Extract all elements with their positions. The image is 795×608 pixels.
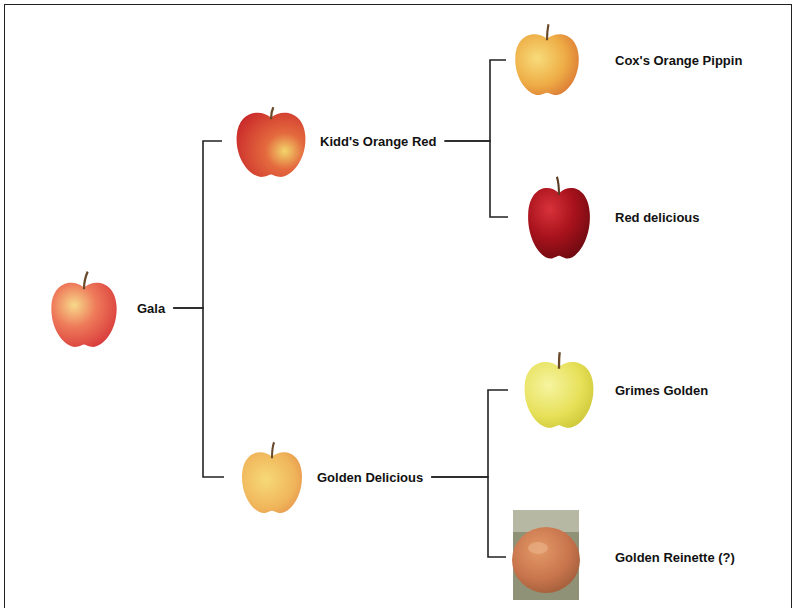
bracket-connector: [431, 390, 508, 477]
apple: [51, 272, 116, 347]
apple: [242, 442, 302, 513]
frame: [5, 5, 792, 608]
variety-name: Gala: [137, 301, 165, 316]
apple-photo: [512, 510, 580, 600]
variety-name: Golden Reinette (?): [615, 550, 735, 565]
apple-node: Kidd's Orange Red: [222, 106, 445, 176]
variety-name: Cox's Orange Pippin: [615, 53, 742, 68]
bracket-connector: [173, 308, 224, 477]
bracket-connector: [431, 477, 506, 557]
apple: [515, 24, 579, 95]
variety-name: Golden Delicious: [317, 470, 423, 485]
apple-node: Cox's Orange Pippin: [506, 25, 750, 95]
apple-node: Red delicious: [508, 182, 708, 252]
apple-node: Golden Reinette (?): [506, 522, 743, 592]
bracket-connector: [173, 141, 222, 308]
bracket-connector: [445, 141, 509, 217]
apple: [237, 107, 306, 177]
apple-node: Gala: [42, 273, 173, 343]
variety-name: Red delicious: [615, 210, 700, 225]
apple: [528, 177, 590, 259]
apple-node: Grimes Golden: [508, 355, 716, 425]
bracket-connector: [445, 60, 507, 141]
apple-node: Golden Delicious: [224, 442, 431, 512]
variety-name: Grimes Golden: [615, 383, 708, 398]
apple: [525, 352, 594, 428]
variety-name: Kidd's Orange Red: [320, 134, 437, 149]
